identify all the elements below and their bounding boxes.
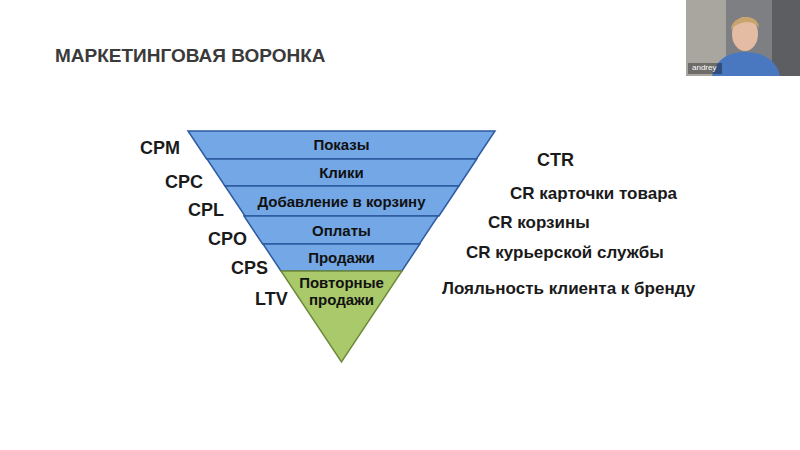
band-label: Продажи	[263, 249, 420, 266]
band-outline	[188, 131, 495, 159]
conversion-metric: CTR	[537, 150, 574, 171]
cost-metric: CPO	[208, 229, 247, 250]
funnel-band: Оплаты	[244, 216, 438, 244]
webcam-overlay	[686, 0, 800, 76]
webcam-wall	[686, 0, 726, 76]
funnel-band: Продажи	[263, 244, 420, 271]
cost-metric: CPS	[231, 258, 268, 279]
conversion-metric: CR карточки товара	[510, 184, 677, 204]
slide-title: МАРКЕТИНГОВАЯ ВОРОНКА	[55, 45, 325, 67]
cost-metric: CPM	[140, 138, 180, 159]
funnel-tip: Повторные продажи	[281, 271, 402, 362]
band-outline	[225, 186, 459, 216]
webcam-shirt	[712, 52, 780, 76]
cost-metric: LTV	[255, 289, 288, 310]
band-outline	[263, 244, 420, 271]
webcam-name-tag	[688, 63, 722, 74]
band-label: Клики	[207, 164, 477, 181]
webcam-name: andrey	[692, 63, 716, 72]
conversion-metric: Лояльность клиента к бренду	[442, 279, 695, 299]
band-outline	[244, 216, 438, 244]
webcam-frame	[686, 0, 800, 76]
webcam-face	[732, 17, 758, 51]
band-outline	[281, 271, 402, 362]
webcam-hair	[731, 17, 759, 30]
band-outline	[207, 159, 477, 186]
conversion-metric: CR курьерской службы	[466, 243, 664, 263]
funnel-band: Показы	[188, 131, 495, 159]
funnel-band: Добавление в корзину	[225, 186, 459, 216]
band-label: Повторные продажи	[289, 274, 393, 308]
cost-metric: CPL	[188, 200, 224, 221]
cost-metric: CPC	[165, 172, 203, 193]
band-label: Показы	[188, 136, 495, 153]
conversion-metric: CR корзины	[488, 213, 590, 233]
band-label: Добавление в корзину	[225, 193, 459, 210]
band-label: Оплаты	[244, 222, 438, 239]
webcam-door	[772, 0, 800, 76]
funnel-band: Клики	[207, 159, 477, 186]
